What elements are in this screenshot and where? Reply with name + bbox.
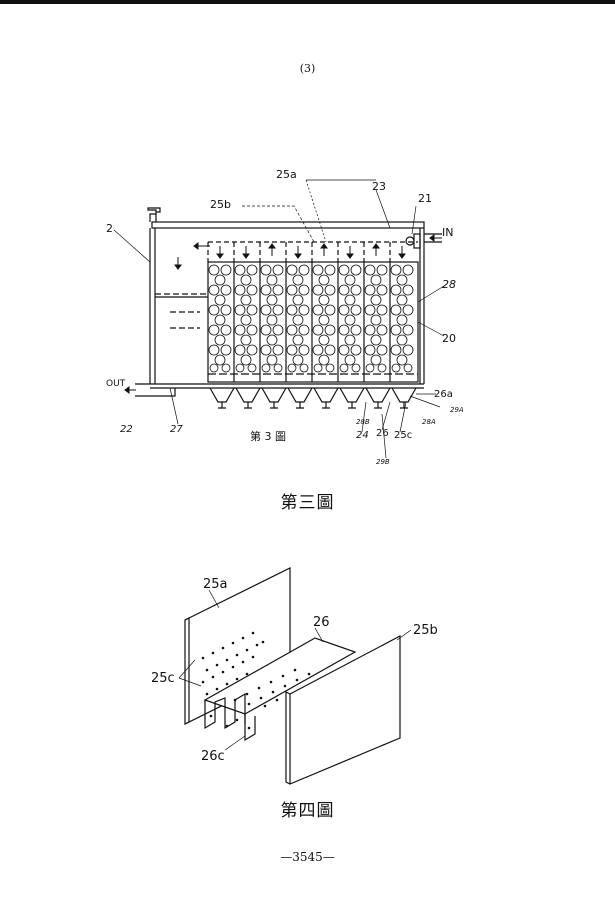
label-22: 22 bbox=[120, 424, 133, 435]
label-20: 20 bbox=[442, 332, 456, 345]
label-in: IN bbox=[442, 226, 453, 239]
label-23: 23 bbox=[372, 180, 386, 193]
tank-lid bbox=[151, 221, 425, 229]
label-4-25a: 25a bbox=[203, 577, 228, 592]
label-4-25b: 25b bbox=[413, 623, 438, 638]
label-2: 2 bbox=[106, 222, 113, 235]
label-27: 27 bbox=[170, 424, 183, 435]
label-28: 28 bbox=[442, 278, 456, 291]
label-28a: 28A bbox=[422, 418, 436, 426]
page-marker: (3) bbox=[299, 62, 316, 75]
inlet-pipe bbox=[424, 233, 442, 243]
label-4-26c: 26c bbox=[201, 749, 225, 764]
figure-3-inline-label: 第 3 圖 bbox=[250, 429, 286, 443]
figure-4-caption: 第四圖 bbox=[280, 801, 335, 821]
label-24: 24 bbox=[356, 430, 369, 441]
plate-25b bbox=[289, 635, 401, 785]
label-29b: 29B bbox=[376, 458, 390, 466]
page-number: —3545— bbox=[280, 850, 335, 864]
label-out: OUT bbox=[106, 379, 126, 389]
label-25c: 25c bbox=[394, 430, 412, 441]
outlet-pipe bbox=[135, 383, 176, 397]
label-29a: 29A bbox=[450, 406, 464, 414]
label-28b: 28B bbox=[356, 418, 370, 426]
label-26a: 26a bbox=[434, 389, 453, 400]
label-26: 26 bbox=[376, 428, 389, 439]
vent-fitting bbox=[147, 207, 161, 222]
label-21: 21 bbox=[418, 192, 432, 205]
label-25b: 25b bbox=[210, 198, 231, 211]
label-4-26: 26 bbox=[313, 615, 330, 630]
top-rule bbox=[0, 0, 615, 4]
filter-media bbox=[208, 264, 414, 373]
label-4-25c: 25c bbox=[151, 671, 175, 686]
figure-4-diagram: 25a 26 25b 25c 26c bbox=[145, 560, 475, 785]
perforations bbox=[201, 631, 311, 730]
figure-3-diagram: 25a 23 21 25b IN 2 28 20 OUT 26a 29A 28A… bbox=[100, 162, 480, 474]
figure-3-caption: 第三圖 bbox=[280, 493, 335, 513]
label-25a: 25a bbox=[276, 168, 297, 181]
